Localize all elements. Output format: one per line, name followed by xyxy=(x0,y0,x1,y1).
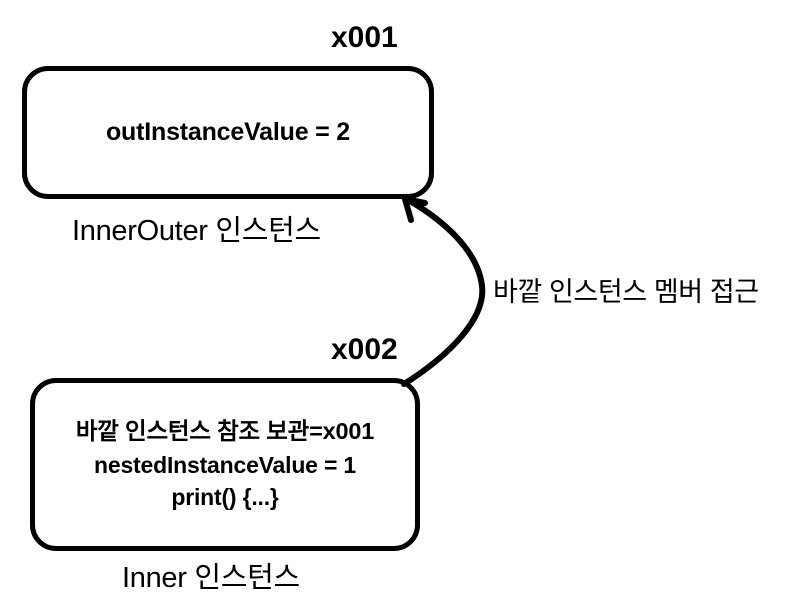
reference-arrow-head-icon xyxy=(402,196,428,223)
reference-arrow-curve xyxy=(401,198,486,387)
outer-instance-caption: InnerOuter 인스턴스 xyxy=(72,215,321,247)
inner-instance-field-line: nestedInstanceValue = 1 xyxy=(94,451,356,478)
inner-instance-box: 바깥 인스턴스 참조 보관=x001 nestedInstanceValue =… xyxy=(30,378,420,551)
inner-instance-address-label: x002 xyxy=(331,333,398,366)
inner-instance-outer-ref-line: 바깥 인스턴스 참조 보관=x001 xyxy=(75,418,375,445)
outer-instance-address-label: x001 xyxy=(331,21,398,54)
outer-instance-field-line: outInstanceValue = 2 xyxy=(105,118,350,147)
reference-arrow-label: 바깥 인스턴스 멤버 접근 xyxy=(493,277,759,307)
inner-instance-caption: Inner 인스턴스 xyxy=(122,562,300,594)
outer-instance-box: outInstanceValue = 2 xyxy=(22,66,434,199)
inner-instance-method-line: print() {...} xyxy=(171,484,279,511)
